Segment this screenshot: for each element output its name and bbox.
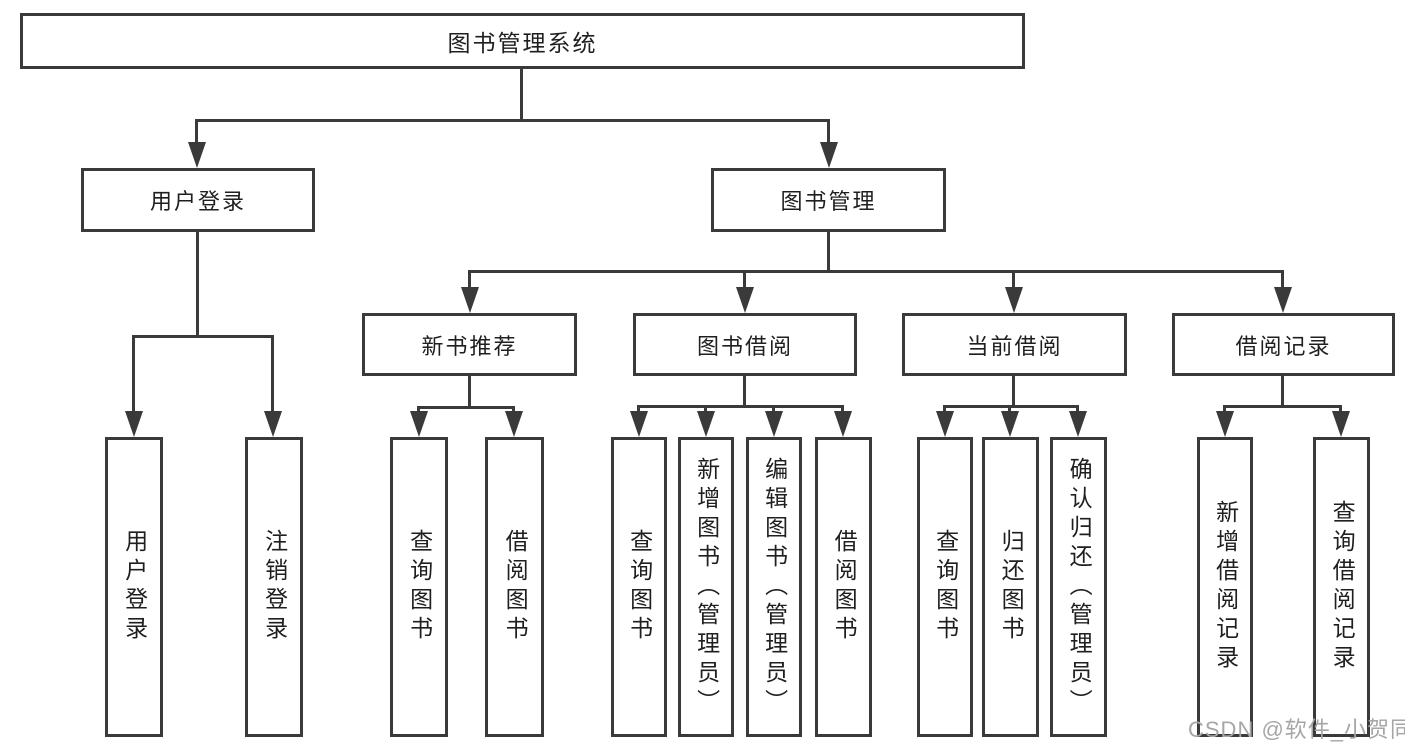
leaf-borrow-book: 借阅图书 [815, 437, 872, 737]
node-book-borrow: 图书借阅 [633, 313, 857, 376]
arrowhead-down-icon [1005, 287, 1023, 313]
edge-h [132, 335, 274, 338]
edge-v [841, 405, 844, 416]
leaf-borrow-books-recommend: 借阅图书 [485, 437, 544, 737]
leaf-return-book: 归还图书 [982, 437, 1039, 737]
leaf-user-login: 用户登录 [105, 437, 163, 737]
node-label: 图书管理 [780, 189, 877, 214]
node-label: 查询借阅记录 [1329, 500, 1356, 674]
edge-v [743, 376, 746, 408]
edge-v [132, 335, 135, 417]
leaf-edit-book-admin: 编辑图书（管理员） [746, 437, 802, 737]
edge-h [417, 406, 515, 409]
edge-v [827, 119, 830, 147]
edge-v [271, 335, 274, 417]
arrowhead-down-icon [1001, 411, 1019, 437]
edge-v [1008, 405, 1011, 416]
node-book-management: 图书管理 [711, 168, 946, 232]
node-library-system: 图书管理系统 [20, 13, 1025, 69]
arrowhead-down-icon [1274, 287, 1292, 313]
edge-v [704, 405, 707, 416]
arrowhead-down-icon [936, 411, 954, 437]
arrowhead-down-icon [505, 411, 523, 437]
node-label: 新书推荐 [421, 333, 518, 359]
arrowhead-down-icon [461, 287, 479, 313]
edge-h [637, 405, 844, 408]
edge-v [520, 69, 523, 122]
arrowhead-down-icon [410, 411, 428, 437]
arrowhead-down-icon [834, 411, 852, 437]
edge-v [1012, 270, 1015, 292]
edge-h [1223, 405, 1341, 408]
leaf-add-book-admin: 新增图书（管理员） [678, 437, 734, 737]
leaf-logout: 注销登录 [245, 437, 303, 737]
edge-v [1281, 270, 1284, 292]
node-current-borrow: 当前借阅 [902, 313, 1127, 376]
arrowhead-down-icon [188, 142, 206, 168]
node-label: 借阅图书 [502, 529, 529, 645]
edge-h [468, 270, 1283, 273]
csdn-watermark: CSDN @软件_小贺同学 [1188, 717, 1405, 742]
edge-v [1281, 376, 1284, 408]
node-label: 确认归还（管理员） [1066, 456, 1093, 718]
node-label: 当前借阅 [966, 333, 1063, 359]
arrowhead-down-icon [697, 411, 715, 437]
edge-v [195, 119, 198, 147]
node-label: 注销登录 [261, 529, 288, 645]
edge-v [1012, 376, 1015, 408]
edge-v [772, 405, 775, 416]
arrowhead-down-icon [820, 142, 838, 168]
node-label: 用户登录 [149, 189, 246, 214]
node-label: 图书借阅 [696, 333, 793, 359]
edge-h [943, 405, 1079, 408]
edge-v [196, 232, 199, 338]
edge-v [1339, 405, 1342, 416]
arrowhead-down-icon [736, 287, 754, 313]
node-label: 归还图书 [998, 529, 1025, 645]
leaf-query-borrow-record: 查询借阅记录 [1313, 437, 1370, 737]
edge-v [1223, 405, 1226, 416]
arrowhead-down-icon [630, 411, 648, 437]
node-label: 借阅图书 [831, 529, 858, 645]
leaf-query-books-recommend: 查询图书 [390, 437, 448, 737]
node-label: 编辑图书（管理员） [761, 456, 788, 718]
leaf-add-borrow-record: 新增借阅记录 [1197, 437, 1253, 737]
edge-v [637, 405, 640, 416]
node-user-login: 用户登录 [81, 168, 315, 232]
arrowhead-down-icon [765, 411, 783, 437]
edge-v [943, 405, 946, 416]
node-label: 新增图书（管理员） [693, 456, 720, 718]
node-label: 查询图书 [626, 529, 653, 645]
node-borrow-records: 借阅记录 [1172, 313, 1395, 376]
node-label: 图书管理系统 [447, 30, 598, 56]
arrowhead-down-icon [1069, 411, 1087, 437]
node-label: 借阅记录 [1235, 333, 1332, 359]
leaf-query-books-current: 查询图书 [917, 437, 973, 737]
edge-v [827, 232, 830, 273]
leaf-confirm-return-admin: 确认归还（管理员） [1050, 437, 1107, 737]
node-label: 用户登录 [121, 529, 148, 645]
edge-v [468, 376, 471, 409]
leaf-query-books-borrow: 查询图书 [611, 437, 667, 737]
edge-h [196, 119, 830, 122]
node-label: 查询图书 [932, 529, 959, 645]
arrowhead-down-icon [1216, 411, 1234, 437]
edge-v [1076, 405, 1079, 416]
arrowhead-down-icon [264, 411, 282, 437]
arrowhead-down-icon [125, 411, 143, 437]
edge-v [743, 270, 746, 292]
node-label: 新增借阅记录 [1212, 500, 1239, 674]
edge-v [468, 270, 471, 292]
node-label: 查询图书 [406, 529, 433, 645]
node-new-book-recommend: 新书推荐 [362, 313, 577, 376]
arrowhead-down-icon [1332, 411, 1350, 437]
